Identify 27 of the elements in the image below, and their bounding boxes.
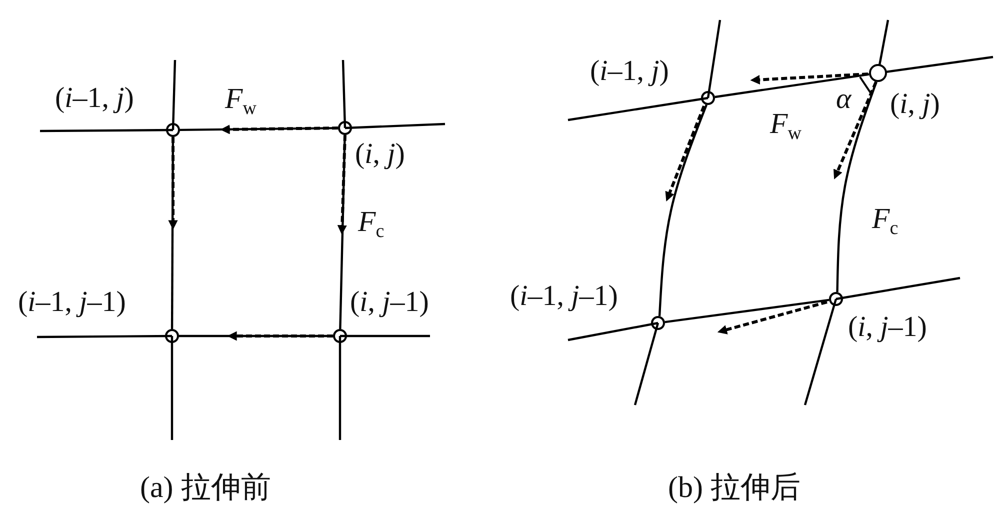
symbol-label: F$_{c}$ [358, 208, 384, 241]
panel-caption: (a) 拉伸前 [140, 473, 271, 503]
symbol-label: F$_{c}$ [872, 205, 898, 238]
node-circle [338, 121, 352, 135]
grid-line [664, 298, 830, 324]
node-coordinate-label: (i, j–1) [350, 288, 429, 317]
node-coordinate-label: (i, j) [890, 90, 940, 119]
panel-caption: (b) 拉伸后 [668, 473, 800, 503]
node-coordinate-label: (i–1, j) [55, 84, 134, 113]
grid-line [658, 104, 708, 316]
node-circle [869, 64, 887, 82]
node-circle [701, 91, 715, 105]
node-coordinate-label: (i–1, j) [590, 57, 669, 86]
node-circle [333, 329, 347, 343]
symbol-label: F$_{w}$ [770, 110, 802, 143]
node-circle [165, 329, 179, 343]
grid-line [714, 73, 870, 98]
symbol-label: α [836, 85, 852, 114]
node-coordinate-label: (i–1, j–1) [510, 282, 618, 311]
node-circle [651, 316, 665, 330]
grid-line [836, 81, 878, 292]
symbol-label: F$_{w}$ [225, 85, 256, 118]
node-circle [166, 123, 180, 137]
node-coordinate-label: (i, j) [355, 140, 405, 169]
node-coordinate-label: (i–1, j–1) [18, 288, 126, 317]
node-circle [829, 292, 843, 306]
node-coordinate-label: (i, j–1) [848, 313, 927, 342]
